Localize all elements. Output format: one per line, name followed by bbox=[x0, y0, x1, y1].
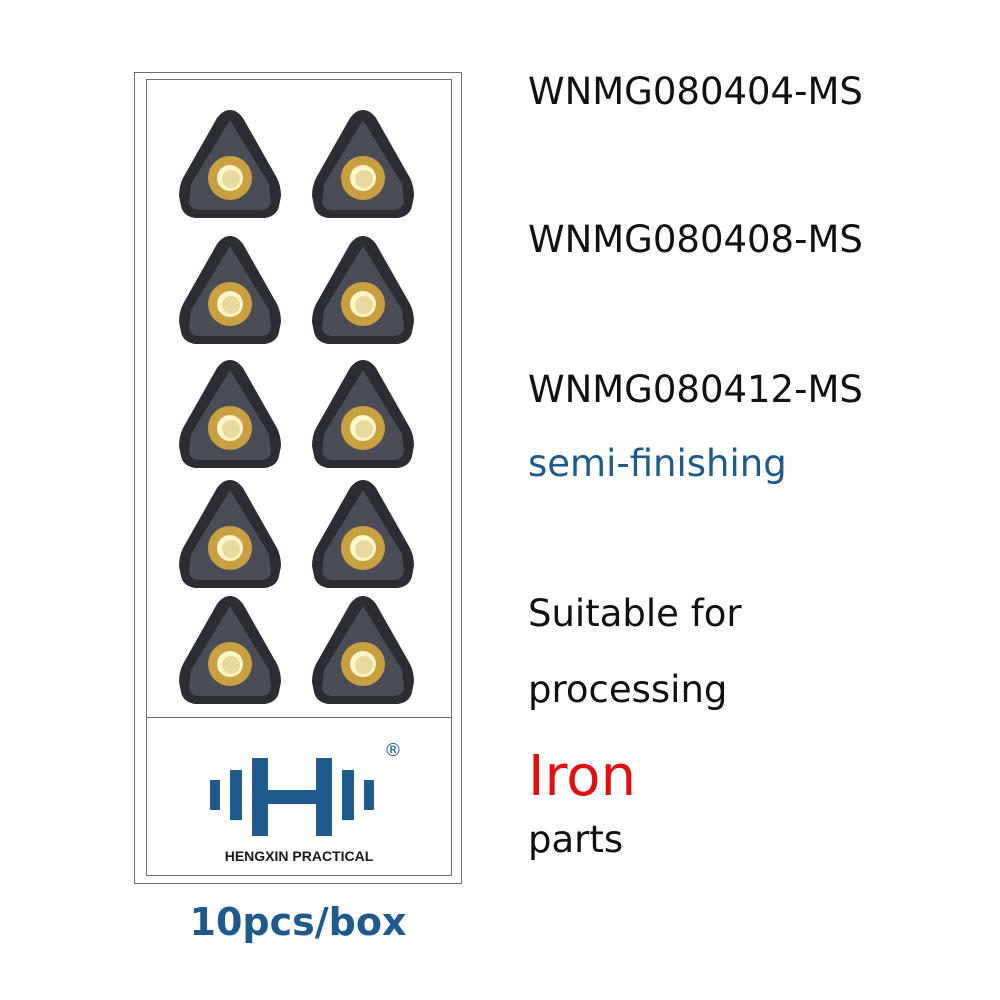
model-code-2: WNMG080408-MS bbox=[528, 218, 863, 261]
carbide-insert-icon bbox=[298, 592, 428, 712]
hengxin-logo-icon bbox=[210, 758, 374, 836]
carbide-insert-icon bbox=[298, 356, 428, 476]
registered-mark: ® bbox=[384, 740, 402, 761]
box-divider bbox=[146, 717, 452, 718]
application-label: semi-finishing bbox=[528, 442, 787, 485]
brand-logo bbox=[205, 740, 405, 845]
carbide-insert-icon bbox=[165, 356, 295, 476]
product-box-frame bbox=[134, 72, 462, 884]
parts-text: parts bbox=[528, 818, 624, 861]
material-label: Iron bbox=[528, 744, 637, 809]
suitable-for-text: Suitable for bbox=[528, 592, 742, 635]
carbide-insert-icon bbox=[298, 106, 428, 226]
carbide-insert-icon bbox=[165, 106, 295, 226]
carbide-insert-icon bbox=[165, 232, 295, 352]
carbide-insert-icon bbox=[165, 476, 295, 596]
product-box-inner-frame bbox=[146, 79, 452, 876]
processing-text: processing bbox=[528, 668, 728, 711]
model-code-1: WNMG080404-MS bbox=[528, 70, 863, 113]
brand-name: HENGXIN PRACTICAL bbox=[224, 848, 374, 864]
model-code-3: WNMG080412-MS bbox=[528, 368, 863, 411]
package-quantity: 10pcs/box bbox=[189, 900, 407, 944]
carbide-insert-icon bbox=[165, 592, 295, 712]
carbide-insert-icon bbox=[298, 232, 428, 352]
carbide-insert-icon bbox=[298, 476, 428, 596]
